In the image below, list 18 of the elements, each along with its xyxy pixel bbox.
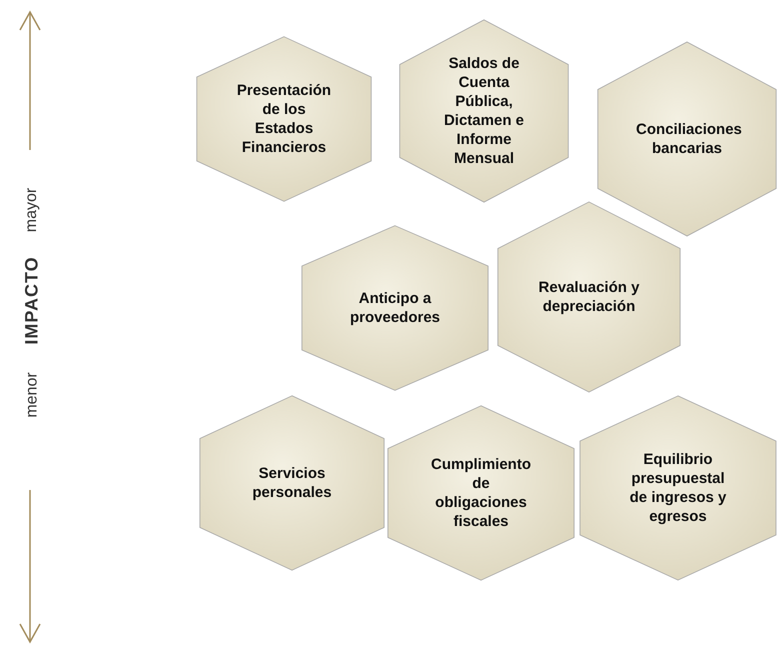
hexagon-tile <box>386 404 576 582</box>
hexagon-tile <box>596 40 778 238</box>
hexagon-tile <box>578 394 778 582</box>
hexagon-tile <box>195 35 373 203</box>
tile-text: Revaluación y depreciación <box>538 278 640 316</box>
tile-text: Equilibrio presupuestal de ingresos y egresos <box>628 450 728 526</box>
axis-label: mayor <box>23 188 42 232</box>
tile-text: Saldos de Cuenta Pública, Dictamen e Informe Mensual <box>442 54 526 168</box>
tile-text: Presentación de los Estados Financieros <box>236 81 332 157</box>
hexagon-tile <box>496 200 682 394</box>
hexagon-tile <box>300 224 490 392</box>
axis-label: menor <box>23 372 42 418</box>
tile-text: Cumplimiento de obligaciones fiscales <box>430 455 532 531</box>
tile-text: Servicios personales <box>251 464 333 502</box>
axis-title: IMPACTO <box>22 256 43 344</box>
hexagon-tile <box>198 394 386 572</box>
tile-text: Anticipo a proveedores <box>348 289 442 327</box>
hexagon-tile <box>398 18 570 204</box>
